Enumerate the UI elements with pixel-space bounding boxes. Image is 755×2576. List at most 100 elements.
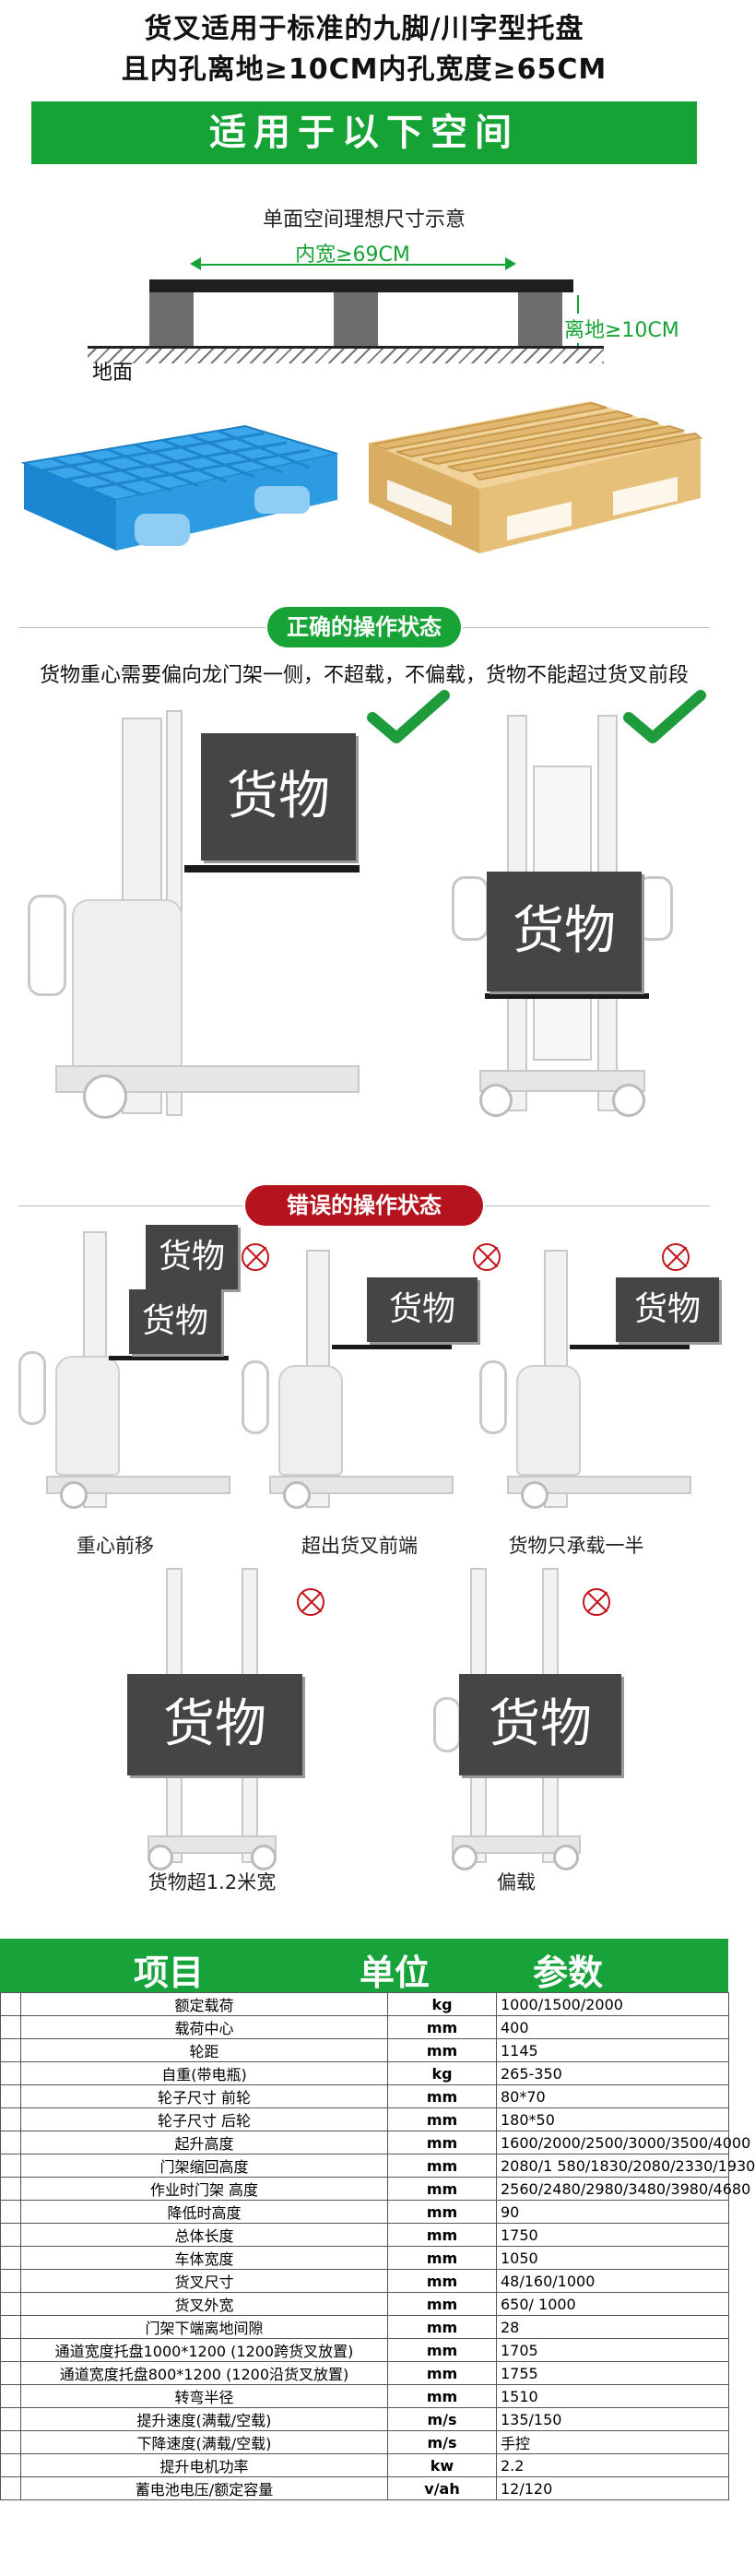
spec-unit: mm bbox=[387, 2315, 497, 2339]
spec-item: 车体宽度 bbox=[20, 2246, 388, 2270]
ground-hatching bbox=[88, 349, 604, 363]
spec-value: 1000/1500/2000 bbox=[496, 1992, 729, 2016]
spec-item: 下降速度(满载/空载) bbox=[20, 2430, 388, 2454]
inner-width-label: 内宽≥69CM bbox=[295, 243, 410, 267]
pallet-leg bbox=[334, 292, 378, 346]
row-gutter bbox=[0, 2384, 21, 2408]
divider bbox=[18, 627, 265, 628]
spec-value: 135/150 bbox=[496, 2407, 729, 2431]
spec-value: 180*50 bbox=[496, 2107, 729, 2131]
row-gutter bbox=[0, 2338, 21, 2362]
spec-value: 1600/2000/2500/3000/3500/4000 bbox=[496, 2131, 750, 2155]
cargo-box: 货物 bbox=[616, 1277, 719, 1342]
headline-line-2: 且内孔离地≥10CM内孔宽度≥65CM bbox=[121, 53, 608, 86]
case-label: 超出货叉前端 bbox=[301, 1535, 418, 1557]
forbidden-icon bbox=[583, 1588, 610, 1616]
cargo-box: 货物 bbox=[146, 1225, 238, 1289]
pallet-deck bbox=[149, 279, 573, 292]
row-gutter bbox=[0, 2177, 21, 2201]
spec-unit: v/ah bbox=[387, 2476, 497, 2500]
spec-item: 通道宽度托盘1000*1200 (1200跨货叉放置) bbox=[20, 2338, 388, 2362]
forbidden-icon bbox=[297, 1588, 324, 1616]
spec-unit: mm bbox=[387, 2292, 497, 2316]
row-gutter bbox=[0, 2223, 21, 2247]
spec-value: 80*70 bbox=[496, 2084, 729, 2108]
spec-value: 650/ 1000 bbox=[496, 2292, 729, 2316]
spec-value: 手控 bbox=[496, 2430, 729, 2454]
spec-value: 2.2 bbox=[496, 2453, 729, 2477]
row-gutter bbox=[0, 2107, 21, 2131]
diagram-caption: 单面空间理想尺寸示意 bbox=[262, 208, 466, 231]
applicable-space-banner: 适用于以下空间 bbox=[31, 101, 697, 164]
stacker-wrong-3 bbox=[479, 1245, 701, 1522]
spec-item: 通道宽度托盘800*1200 (1200沿货叉放置) bbox=[20, 2361, 388, 2385]
spec-item: 载荷中心 bbox=[20, 2015, 388, 2039]
spec-value: 400 bbox=[496, 2015, 729, 2039]
spec-unit: mm bbox=[387, 2361, 497, 2385]
spec-value: 265-350 bbox=[496, 2061, 729, 2085]
spec-unit: mm bbox=[387, 2384, 497, 2408]
spec-unit: mm bbox=[387, 2338, 497, 2362]
row-gutter bbox=[0, 2084, 21, 2108]
row-gutter bbox=[0, 2154, 21, 2178]
plastic-pallet-image bbox=[20, 424, 338, 551]
spec-item: 货叉外宽 bbox=[20, 2292, 388, 2316]
spec-value: 2560/2480/2980/3480/3980/4680 bbox=[496, 2177, 750, 2201]
space-diagram: 单面空间理想尺寸示意 内宽≥69CM 离地≥10CM 地面 bbox=[0, 175, 728, 387]
row-gutter bbox=[0, 2315, 21, 2339]
spec-item: 作业时门架 高度 bbox=[20, 2177, 388, 2201]
row-gutter bbox=[0, 2430, 21, 2454]
spec-item: 门架下端离地间隙 bbox=[20, 2315, 388, 2339]
spec-unit: mm bbox=[387, 2084, 497, 2108]
clearance-label: 离地≥10CM bbox=[564, 314, 679, 343]
spec-item: 总体长度 bbox=[20, 2223, 388, 2247]
stacker-wrong-2 bbox=[242, 1245, 463, 1522]
case-label: 货物只承载一半 bbox=[508, 1535, 644, 1557]
spec-item: 自重(带电瓶) bbox=[20, 2061, 388, 2085]
spec-unit: kg bbox=[387, 1992, 497, 2016]
spec-value: 12/120 bbox=[496, 2476, 729, 2500]
wood-pallet-image bbox=[369, 401, 703, 553]
spec-value: 1755 bbox=[496, 2361, 729, 2385]
spec-value: 1705 bbox=[496, 2338, 729, 2362]
row-gutter bbox=[0, 2131, 21, 2155]
cargo-box: 货物 bbox=[487, 872, 642, 991]
cargo-box: 货物 bbox=[367, 1277, 478, 1342]
spec-unit: m/s bbox=[387, 2430, 497, 2454]
row-gutter bbox=[0, 1992, 21, 2016]
spec-item: 额定载荷 bbox=[20, 1992, 388, 2016]
spec-item: 蓄电池电压/额定容量 bbox=[20, 2476, 388, 2500]
spec-item: 门架缩回高度 bbox=[20, 2154, 388, 2178]
inner-width-dimension: 内宽≥69CM bbox=[194, 242, 512, 267]
row-gutter bbox=[0, 2269, 21, 2293]
case-label: 重心前移 bbox=[77, 1535, 154, 1557]
check-icon bbox=[623, 690, 706, 743]
divider bbox=[463, 627, 710, 628]
arrow-left-icon bbox=[190, 257, 201, 270]
spec-item: 转弯半径 bbox=[20, 2384, 388, 2408]
product-detail-page: 货叉适用于标准的九脚/川字型托盘 且内孔离地≥10CM内孔宽度≥65CM 适用于… bbox=[0, 0, 728, 2576]
spec-item: 提升速度(满载/空载) bbox=[20, 2407, 388, 2431]
spec-value: 1750 bbox=[496, 2223, 729, 2247]
spec-value: 28 bbox=[496, 2315, 729, 2339]
spec-value: 1145 bbox=[496, 2038, 729, 2062]
spec-unit: mm bbox=[387, 2154, 497, 2178]
stacker-wrong-1 bbox=[18, 1227, 240, 1522]
spec-unit: mm bbox=[387, 2246, 497, 2270]
row-gutter bbox=[0, 2015, 21, 2039]
